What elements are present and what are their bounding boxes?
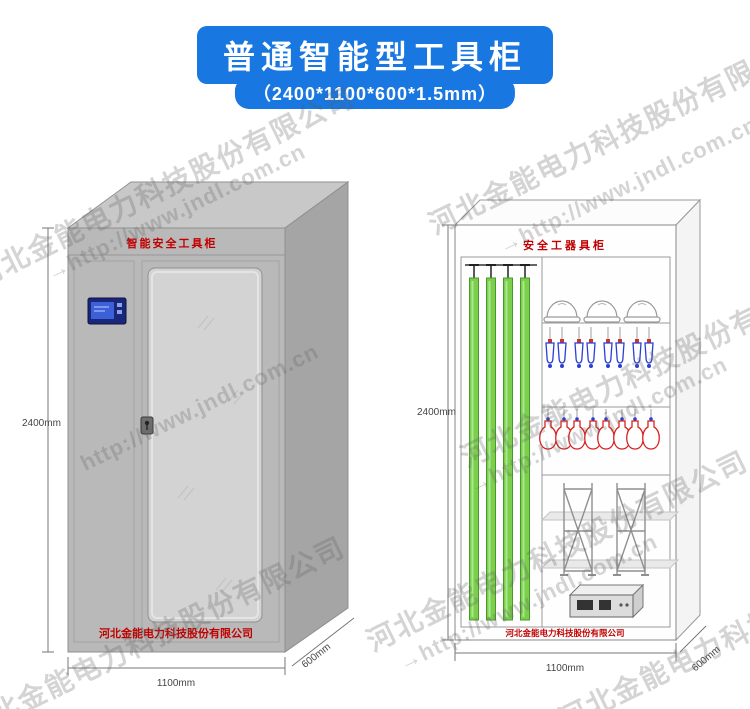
dimension-width [454, 643, 677, 661]
glass-shine [177, 315, 245, 593]
insulated-rod-icon [519, 264, 531, 621]
left-cabinet-company: 河北金能电力科技股份有限公司 [99, 626, 253, 640]
glass-window [147, 267, 263, 623]
insulated-rod-icon [468, 264, 480, 621]
dimension-height [42, 227, 54, 653]
banner-subtitle-text: （2400*1100*600*1.5mm） [252, 84, 498, 104]
dimension-depth [291, 617, 355, 667]
display-screen [87, 297, 127, 325]
dimension-width [67, 657, 286, 675]
right-cabinet-company: 河北金能电力科技股份有限公司 [505, 628, 624, 638]
banner-title-text: 普通智能型工具柜 [222, 39, 528, 75]
banner-subtitle: （2400*1100*600*1.5mm） [234, 77, 516, 109]
smart-cabinet-illustration: 智能安全工具柜 河北金能电力科技股份有限公司 [22, 181, 355, 689]
right-dim-height-label: 2400mm [417, 407, 456, 418]
dimension-depth [679, 625, 707, 653]
right-dim-width-label: 1100mm [546, 663, 584, 674]
lock-icon [140, 416, 154, 435]
right-dim-depth-label: 600mm [690, 644, 723, 674]
dimension-height [442, 224, 454, 641]
insulated-rod-icon [502, 264, 514, 621]
helmet-shelf [543, 300, 661, 323]
rod-rack [465, 264, 537, 621]
left-cabinet-title: 智能安全工具柜 [127, 236, 218, 250]
left-dim-height-label: 2400mm [22, 418, 61, 429]
insulated-rod-icon [485, 264, 497, 621]
tool-cabinet-illustration: 安全工器具柜 [417, 198, 723, 674]
right-cabinet-title: 安全工器具柜 [523, 238, 607, 252]
left-dim-width-label: 1100mm [157, 678, 195, 689]
tester-box-icon [568, 583, 645, 619]
banner-title: 普通智能型工具柜 [196, 26, 554, 84]
